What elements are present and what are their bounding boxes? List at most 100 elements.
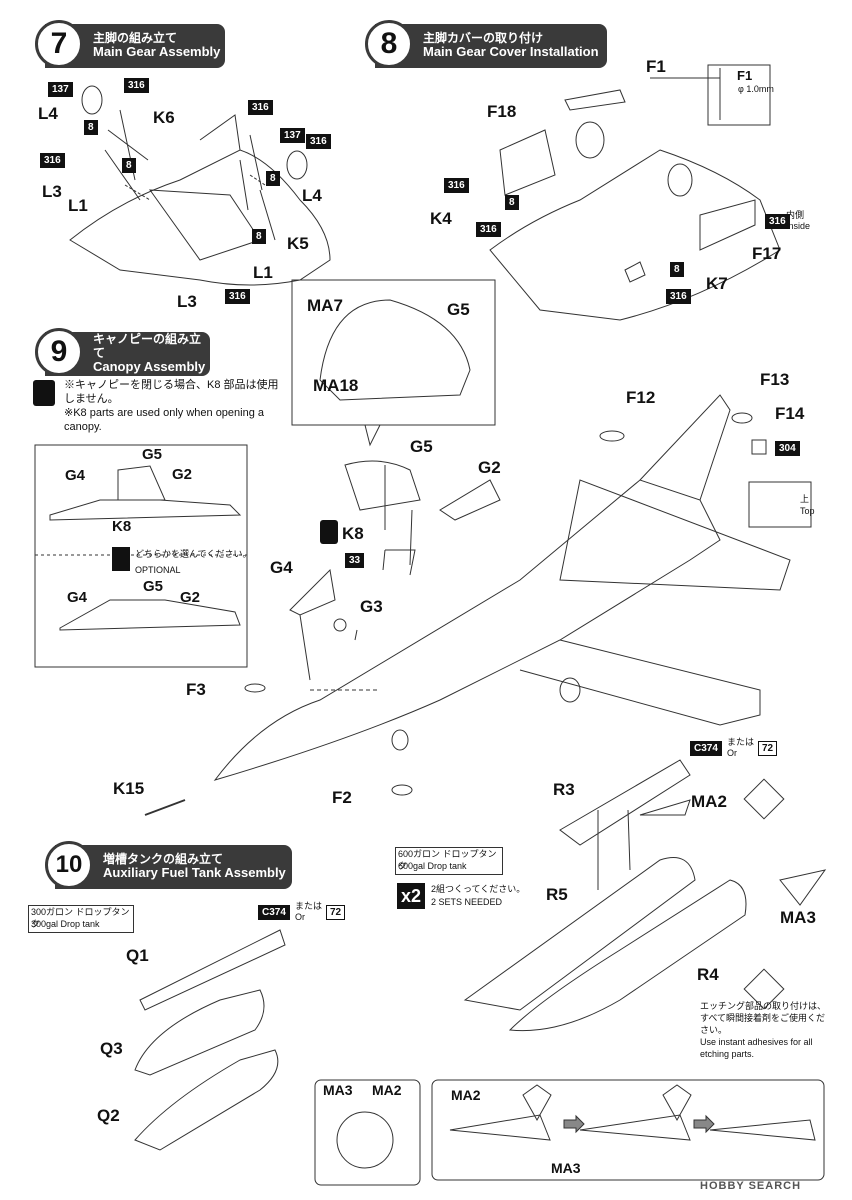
- or-jp: または: [727, 737, 755, 747]
- top-jp: 上: [800, 494, 810, 504]
- part-label-g5: G5: [143, 578, 164, 595]
- part-label-g2: G2: [180, 589, 201, 606]
- part-chip: 316: [306, 134, 331, 149]
- part-chip: 8: [505, 195, 519, 210]
- step-7-header: 7 主脚の組み立て Main Gear Assembly: [35, 20, 225, 68]
- drill-size: φ 1.0mm: [738, 84, 774, 94]
- part-chip: 33: [345, 553, 365, 568]
- part-chip: 137: [280, 128, 305, 143]
- tank-600-jp: 600ガロン ドロップタンク: [398, 849, 497, 871]
- part-label-k4: K4: [430, 209, 452, 228]
- part-label-f14: F14: [775, 404, 805, 423]
- part-label-ma3: MA3: [323, 1082, 353, 1098]
- inside-note-en: Inside: [786, 221, 811, 231]
- part-chip: 316: [40, 153, 65, 168]
- tank-600-tag: 600ガロン ドロップタンク 600gal Drop tank: [395, 847, 503, 875]
- top-en: Top: [800, 506, 815, 516]
- part-label-ma2: MA2: [372, 1082, 402, 1098]
- part-chip: 316: [225, 289, 250, 304]
- optional-jp: どちらかを選んでください。: [135, 549, 252, 559]
- step-9-title-en: Canopy Assembly: [93, 359, 206, 375]
- part-chip: C374: [258, 905, 290, 920]
- part-label-k15: K15: [113, 779, 145, 798]
- part-label-k5: K5: [287, 234, 309, 253]
- part-chip: 316: [765, 214, 790, 229]
- part-label-ma3: MA3: [551, 1160, 581, 1176]
- part-label-g5: G5: [142, 446, 163, 463]
- part-label-f2: F2: [332, 788, 352, 807]
- part-label-g2: G2: [478, 458, 501, 477]
- drill-part-label: F1: [737, 68, 753, 83]
- part-label-k7: K7: [706, 274, 728, 293]
- inside-note-jp: 内側: [786, 210, 805, 220]
- or-en: Or: [727, 748, 737, 758]
- part-label-l1: L1: [253, 263, 273, 282]
- part-label-ma2: MA2: [451, 1087, 481, 1103]
- step-10-title-jp: 増槽タンクの組み立て: [103, 851, 224, 866]
- part-label-f1: F1: [646, 57, 666, 76]
- part-label-g4: G4: [67, 589, 88, 606]
- part-label-r4: R4: [697, 965, 719, 984]
- step-7-title-jp: 主脚の組み立て: [93, 30, 178, 45]
- step-9-title-jp: キャノピーの組み立て: [93, 331, 202, 360]
- part-chip: 72: [326, 905, 346, 920]
- part-chip: 8: [84, 120, 98, 135]
- part-label-k8: K8: [112, 518, 132, 535]
- part-chip: 8: [252, 229, 266, 244]
- part-label-l1: L1: [68, 196, 88, 215]
- part-label-f12: F12: [626, 388, 656, 407]
- part-label-ma7: MA7: [307, 296, 343, 315]
- part-chip: 72: [758, 741, 778, 756]
- part-label-g2: G2: [172, 466, 193, 483]
- tank-300-en: 300gal Drop tank: [31, 919, 100, 929]
- step-8-title-en: Main Gear Cover Installation: [423, 44, 599, 60]
- arrow-icon: [112, 547, 130, 571]
- part-label-g5: G5: [447, 300, 470, 319]
- glue-icon: [320, 520, 338, 544]
- part-label-r5: R5: [546, 885, 568, 904]
- part-label-q1: Q1: [126, 946, 149, 965]
- part-label-f3: F3: [186, 680, 206, 699]
- step-7-title-en: Main Gear Assembly: [93, 44, 221, 60]
- part-label-f18: F18: [487, 102, 517, 121]
- sets-multiplier: x2: [397, 883, 425, 909]
- part-chip: 316: [248, 100, 273, 115]
- part-chip: 8: [122, 158, 136, 173]
- step-7-number: 7: [35, 20, 83, 68]
- part-label-g3: G3: [360, 597, 383, 616]
- part-label-g5: G5: [410, 437, 433, 456]
- part-label-f17: F17: [752, 244, 782, 263]
- tank-600-en: 600gal Drop tank: [398, 861, 467, 871]
- or-jp: または: [295, 901, 323, 911]
- part-label-f13: F13: [760, 370, 790, 389]
- step-9-header: 9 キャノピーの組み立て Canopy Assembly: [35, 328, 210, 376]
- or-en: Or: [295, 912, 305, 922]
- part-label-q2: Q2: [97, 1106, 120, 1125]
- part-chip: 137: [48, 82, 73, 97]
- part-label-ma3: MA3: [780, 908, 816, 927]
- step-8-title-jp: 主脚カバーの取り付け: [423, 30, 544, 45]
- sets-jp: 2組つくってください。: [431, 884, 526, 894]
- part-label-r3: R3: [553, 780, 575, 799]
- tank-300-tag: 300ガロン ドロップタンク 300gal Drop tank: [28, 905, 134, 933]
- k8-note-jp: ※キャノピーを閉じる場合、K8 部品は使用しません。: [64, 379, 279, 406]
- part-label-ma18: MA18: [313, 376, 359, 395]
- part-label-l3: L3: [177, 292, 197, 311]
- step-8-header: 8 主脚カバーの取り付け Main Gear Cover Installatio…: [365, 20, 607, 68]
- part-label-q3: Q3: [100, 1039, 123, 1058]
- watermark: HOBBY SEARCH: [700, 1180, 802, 1192]
- part-chip: 8: [266, 171, 280, 186]
- part-chip: 316: [666, 289, 691, 304]
- glue-icon: [33, 380, 55, 406]
- step-8-number: 8: [365, 20, 413, 68]
- part-chip: 316: [476, 222, 501, 237]
- tank-300-jp: 300ガロン ドロップタンク: [31, 907, 130, 929]
- k8-note-en: ※K8 parts are used only when opening a c…: [64, 407, 265, 434]
- step-9-number: 9: [35, 328, 83, 376]
- etching-note-en: Use instant adhesives for all etching pa…: [700, 1037, 813, 1060]
- part-label-l4: L4: [38, 104, 58, 123]
- part-label-g4: G4: [270, 558, 293, 577]
- part-label-ma2: MA2: [691, 792, 727, 811]
- part-chip: C374: [690, 741, 722, 756]
